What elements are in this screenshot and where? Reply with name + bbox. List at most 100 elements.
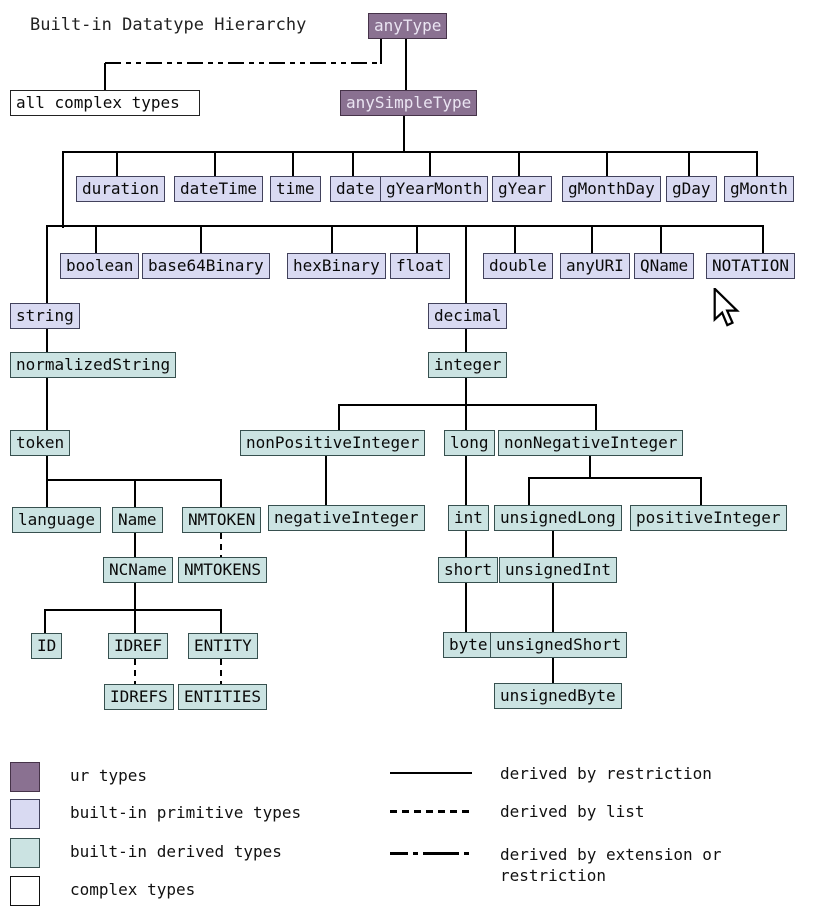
node-gYear[interactable]: gYear <box>492 176 553 202</box>
edge-restriction <box>325 456 327 505</box>
edge-restriction <box>465 405 467 430</box>
node-int[interactable]: int <box>448 505 489 531</box>
edge-restriction <box>465 329 467 352</box>
edge-restriction <box>134 480 136 507</box>
node-nonPositiveInteger[interactable]: nonPositiveInteger <box>240 430 426 456</box>
node-token[interactable]: token <box>10 430 71 456</box>
edge-bus <box>62 151 758 153</box>
node-normalizedString[interactable]: normalizedString <box>10 352 177 378</box>
node-integer[interactable]: integer <box>428 352 508 378</box>
node-positiveInteger[interactable]: positiveInteger <box>630 505 787 531</box>
legend-swatch-primitive-types <box>10 799 40 829</box>
edge-list <box>220 659 222 684</box>
legend-line-solid <box>390 772 472 774</box>
legend-swatch-derived-types <box>10 838 40 868</box>
node-QName[interactable]: QName <box>634 253 695 279</box>
edge-restriction <box>700 478 702 505</box>
diagram-title: Built-in Datatype Hierarchy <box>30 15 307 35</box>
node-string[interactable]: string <box>10 303 80 329</box>
node-NOTATION[interactable]: NOTATION <box>706 253 796 279</box>
edge-restriction <box>134 610 136 633</box>
edge-list <box>134 659 136 684</box>
node-anyURI[interactable]: anyURI <box>560 253 630 279</box>
edge-restriction <box>331 226 333 253</box>
legend-label-complex-types: complex types <box>70 880 196 899</box>
edge-restriction <box>518 152 520 176</box>
node-float[interactable]: float <box>390 253 451 279</box>
edge-restriction <box>214 152 216 176</box>
node-NCName[interactable]: NCName <box>103 557 173 583</box>
edge-restriction <box>44 610 46 633</box>
node-boolean[interactable]: boolean <box>60 253 140 279</box>
edge-restriction <box>292 152 294 176</box>
node-dateTime[interactable]: dateTime <box>174 176 264 202</box>
edge-restriction <box>46 456 48 480</box>
legend-label-extension-or-restriction: derived by extension or restriction <box>500 845 722 885</box>
edge-restriction <box>762 226 764 253</box>
node-ID[interactable]: ID <box>31 633 63 659</box>
legend-label-ur-types: ur types <box>70 766 148 785</box>
node-NMTOKENS[interactable]: NMTOKENS <box>178 557 268 583</box>
node-unsignedShort[interactable]: unsignedShort <box>490 632 628 658</box>
edge-restriction <box>46 480 48 507</box>
edge-restriction <box>134 583 136 610</box>
edge-restriction <box>552 658 554 683</box>
node-unsignedByte[interactable]: unsignedByte <box>494 683 622 709</box>
node-all-complex-types[interactable]: all complex types <box>10 90 200 116</box>
edge-restriction <box>595 405 597 430</box>
edge-restriction <box>46 378 48 430</box>
node-gYearMonth[interactable]: gYearMonth <box>380 176 489 202</box>
node-language[interactable]: language <box>12 507 102 533</box>
node-ENTITIES[interactable]: ENTITIES <box>178 684 268 710</box>
node-nonNegativeInteger[interactable]: nonNegativeInteger <box>498 430 684 456</box>
legend-line-dashed <box>390 810 472 813</box>
legend-line-dashdot <box>390 852 472 855</box>
node-IDREF[interactable]: IDREF <box>108 633 169 659</box>
edge-restriction <box>688 152 690 176</box>
node-short[interactable]: short <box>438 557 499 583</box>
node-long[interactable]: long <box>444 430 495 456</box>
node-byte[interactable]: byte <box>443 632 494 658</box>
node-negativeInteger[interactable]: negativeInteger <box>268 505 425 531</box>
edge-restriction <box>660 226 662 253</box>
node-anySimpleType[interactable]: anySimpleType <box>340 90 478 116</box>
node-Name[interactable]: Name <box>112 507 163 533</box>
edge-restriction <box>465 456 467 505</box>
node-IDREFS[interactable]: IDREFS <box>104 684 174 710</box>
arrow-cursor-icon <box>712 286 744 334</box>
edge-restriction <box>756 152 758 176</box>
node-base64Binary[interactable]: base64Binary <box>142 253 270 279</box>
edge-list <box>220 533 222 557</box>
edge-restriction <box>116 152 118 176</box>
node-anyType[interactable]: anyType <box>368 13 448 39</box>
edge-restriction <box>589 456 591 478</box>
edge-extension-or-restriction <box>105 62 382 64</box>
edge-restriction <box>104 63 106 90</box>
node-gMonth[interactable]: gMonth <box>724 176 794 202</box>
node-double[interactable]: double <box>483 253 553 279</box>
edge-restriction <box>134 533 136 557</box>
edge-restriction <box>220 610 222 633</box>
legend-swatch-ur-types <box>10 762 40 792</box>
edge-restriction <box>220 480 222 507</box>
node-gMonthDay[interactable]: gMonthDay <box>562 176 661 202</box>
node-hexBinary[interactable]: hexBinary <box>287 253 386 279</box>
node-date[interactable]: date <box>330 176 381 202</box>
node-ENTITY[interactable]: ENTITY <box>188 633 258 659</box>
node-NMTOKEN[interactable]: NMTOKEN <box>182 507 262 533</box>
edge-restriction <box>552 583 554 632</box>
edge-restriction <box>552 531 554 557</box>
legend-label-derived-types: built-in derived types <box>70 842 282 861</box>
edge-restriction <box>416 226 418 253</box>
node-duration[interactable]: duration <box>76 176 166 202</box>
edge-restriction <box>352 152 354 176</box>
edge-restriction <box>591 226 593 253</box>
node-gDay[interactable]: gDay <box>666 176 717 202</box>
edge-restriction <box>200 226 202 253</box>
edge-restriction <box>405 37 407 90</box>
node-unsignedLong[interactable]: unsignedLong <box>494 505 622 531</box>
node-unsignedInt[interactable]: unsignedInt <box>499 557 617 583</box>
node-decimal[interactable]: decimal <box>428 303 508 329</box>
node-time[interactable]: time <box>270 176 321 202</box>
